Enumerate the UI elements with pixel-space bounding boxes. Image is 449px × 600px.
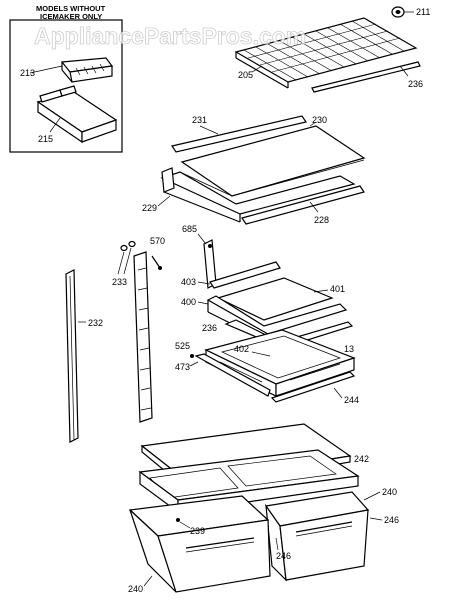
- ladder-rail: [133, 251, 153, 423]
- label-239: 239: [190, 526, 205, 536]
- label-231: 231: [192, 115, 207, 125]
- ice-bin-215: [36, 85, 118, 144]
- label-240-left: 240: [128, 584, 143, 594]
- label-236-top: 236: [408, 79, 423, 89]
- label-685: 685: [182, 224, 197, 234]
- label-246-right: 246: [384, 515, 399, 525]
- ice-tray-213: [60, 57, 114, 83]
- glass-shelf-230: [180, 121, 366, 197]
- label-402: 402: [234, 344, 249, 354]
- inset-box: MODELS WITHOUT ICEMAKER ONLY 213 215: [9, 4, 123, 153]
- watermark: AppliancePartsPros.com: [34, 23, 306, 49]
- label-246-left: 246: [276, 551, 291, 561]
- label-211: 211: [416, 7, 430, 17]
- label-232: 232: [88, 318, 103, 328]
- screw-525: [190, 354, 194, 358]
- shelf-trim-228: [241, 185, 365, 225]
- label-13: 13: [344, 344, 354, 354]
- shelf-trim-236-top: [311, 61, 421, 93]
- wire-shelf-205: [234, 17, 418, 89]
- rail-232: [65, 269, 79, 443]
- label-244: 244: [344, 395, 359, 405]
- inset-header-line2: ICEMAKER ONLY: [40, 12, 102, 21]
- label-570: 570: [150, 236, 165, 246]
- rail-403: [209, 261, 281, 289]
- pin-570: [151, 255, 162, 270]
- label-213: 213: [20, 68, 35, 78]
- crisper-drawer-left: [128, 495, 271, 593]
- label-233: 233: [112, 277, 127, 287]
- label-242: 242: [354, 454, 369, 464]
- label-401: 401: [330, 284, 345, 294]
- screws-233: [117, 240, 136, 275]
- crisper-drawer-right: [264, 491, 370, 582]
- label-240-right: 240: [382, 487, 397, 497]
- drawer-cover-402: [204, 329, 356, 397]
- label-230: 230: [312, 115, 327, 125]
- shelf-trim-231: [171, 115, 307, 153]
- label-236-mid: 236: [202, 323, 217, 333]
- glass-shelf-401: [216, 277, 334, 321]
- label-400: 400: [181, 297, 196, 307]
- label-525: 525: [175, 341, 190, 351]
- inset-header-line1: MODELS WITHOUT: [36, 4, 106, 13]
- slide-rails: [194, 353, 356, 403]
- shelf-frame-229: [160, 159, 365, 223]
- label-228: 228: [314, 215, 329, 225]
- screw-239: [176, 518, 180, 522]
- knob-211: [391, 6, 414, 18]
- label-403: 403: [181, 277, 196, 287]
- label-215: 215: [38, 134, 53, 144]
- label-205: 205: [238, 70, 253, 80]
- label-229: 229: [142, 203, 157, 213]
- label-473: 473: [175, 362, 190, 372]
